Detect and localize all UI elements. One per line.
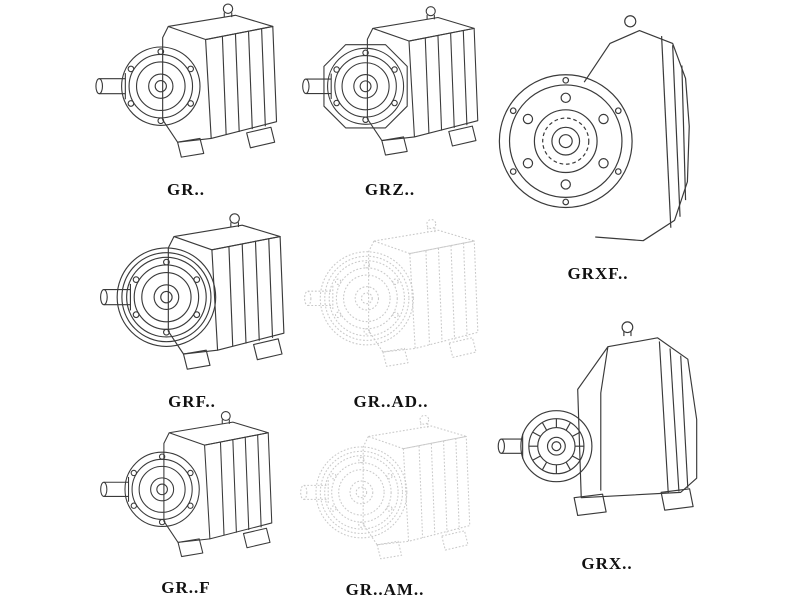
gearbox-drawing-grz <box>295 0 485 178</box>
figure-label-grx: GRX.. <box>581 554 633 573</box>
gearbox-drawing-grad <box>297 212 485 390</box>
figure-grad: GR..AD.. <box>297 212 485 412</box>
gearbox-drawing-grff <box>100 411 273 558</box>
figure-grz: GRZ.. <box>295 0 485 200</box>
figure-gram: GR..AM.. <box>292 412 478 600</box>
figure-grxf: GRXF.. <box>492 0 704 284</box>
gearbox-drawing-grxf <box>498 15 690 242</box>
figure-label-grad: GR..AD.. <box>353 392 429 411</box>
gearbox-drawing-gram <box>292 412 478 578</box>
figure-label-gr: GR.. <box>167 180 205 199</box>
figure-gr: GR.. <box>88 0 284 200</box>
figure-grf: GRF.. <box>92 210 292 412</box>
figure-grff: GR..F <box>88 408 284 598</box>
gearbox-drawing-grx <box>497 321 698 517</box>
gearbox-drawing-gr <box>95 3 278 158</box>
gearbox-drawing-grf <box>92 210 292 390</box>
figure-label-grf: GRF.. <box>168 392 216 411</box>
figure-label-grxf: GRXF.. <box>567 264 629 283</box>
figure-label-gram: GR..AM.. <box>345 580 425 599</box>
figure-label-grff: GR..F <box>161 578 211 597</box>
figure-label-grz: GRZ.. <box>364 180 416 199</box>
figure-grx: GRX.. <box>496 296 718 574</box>
